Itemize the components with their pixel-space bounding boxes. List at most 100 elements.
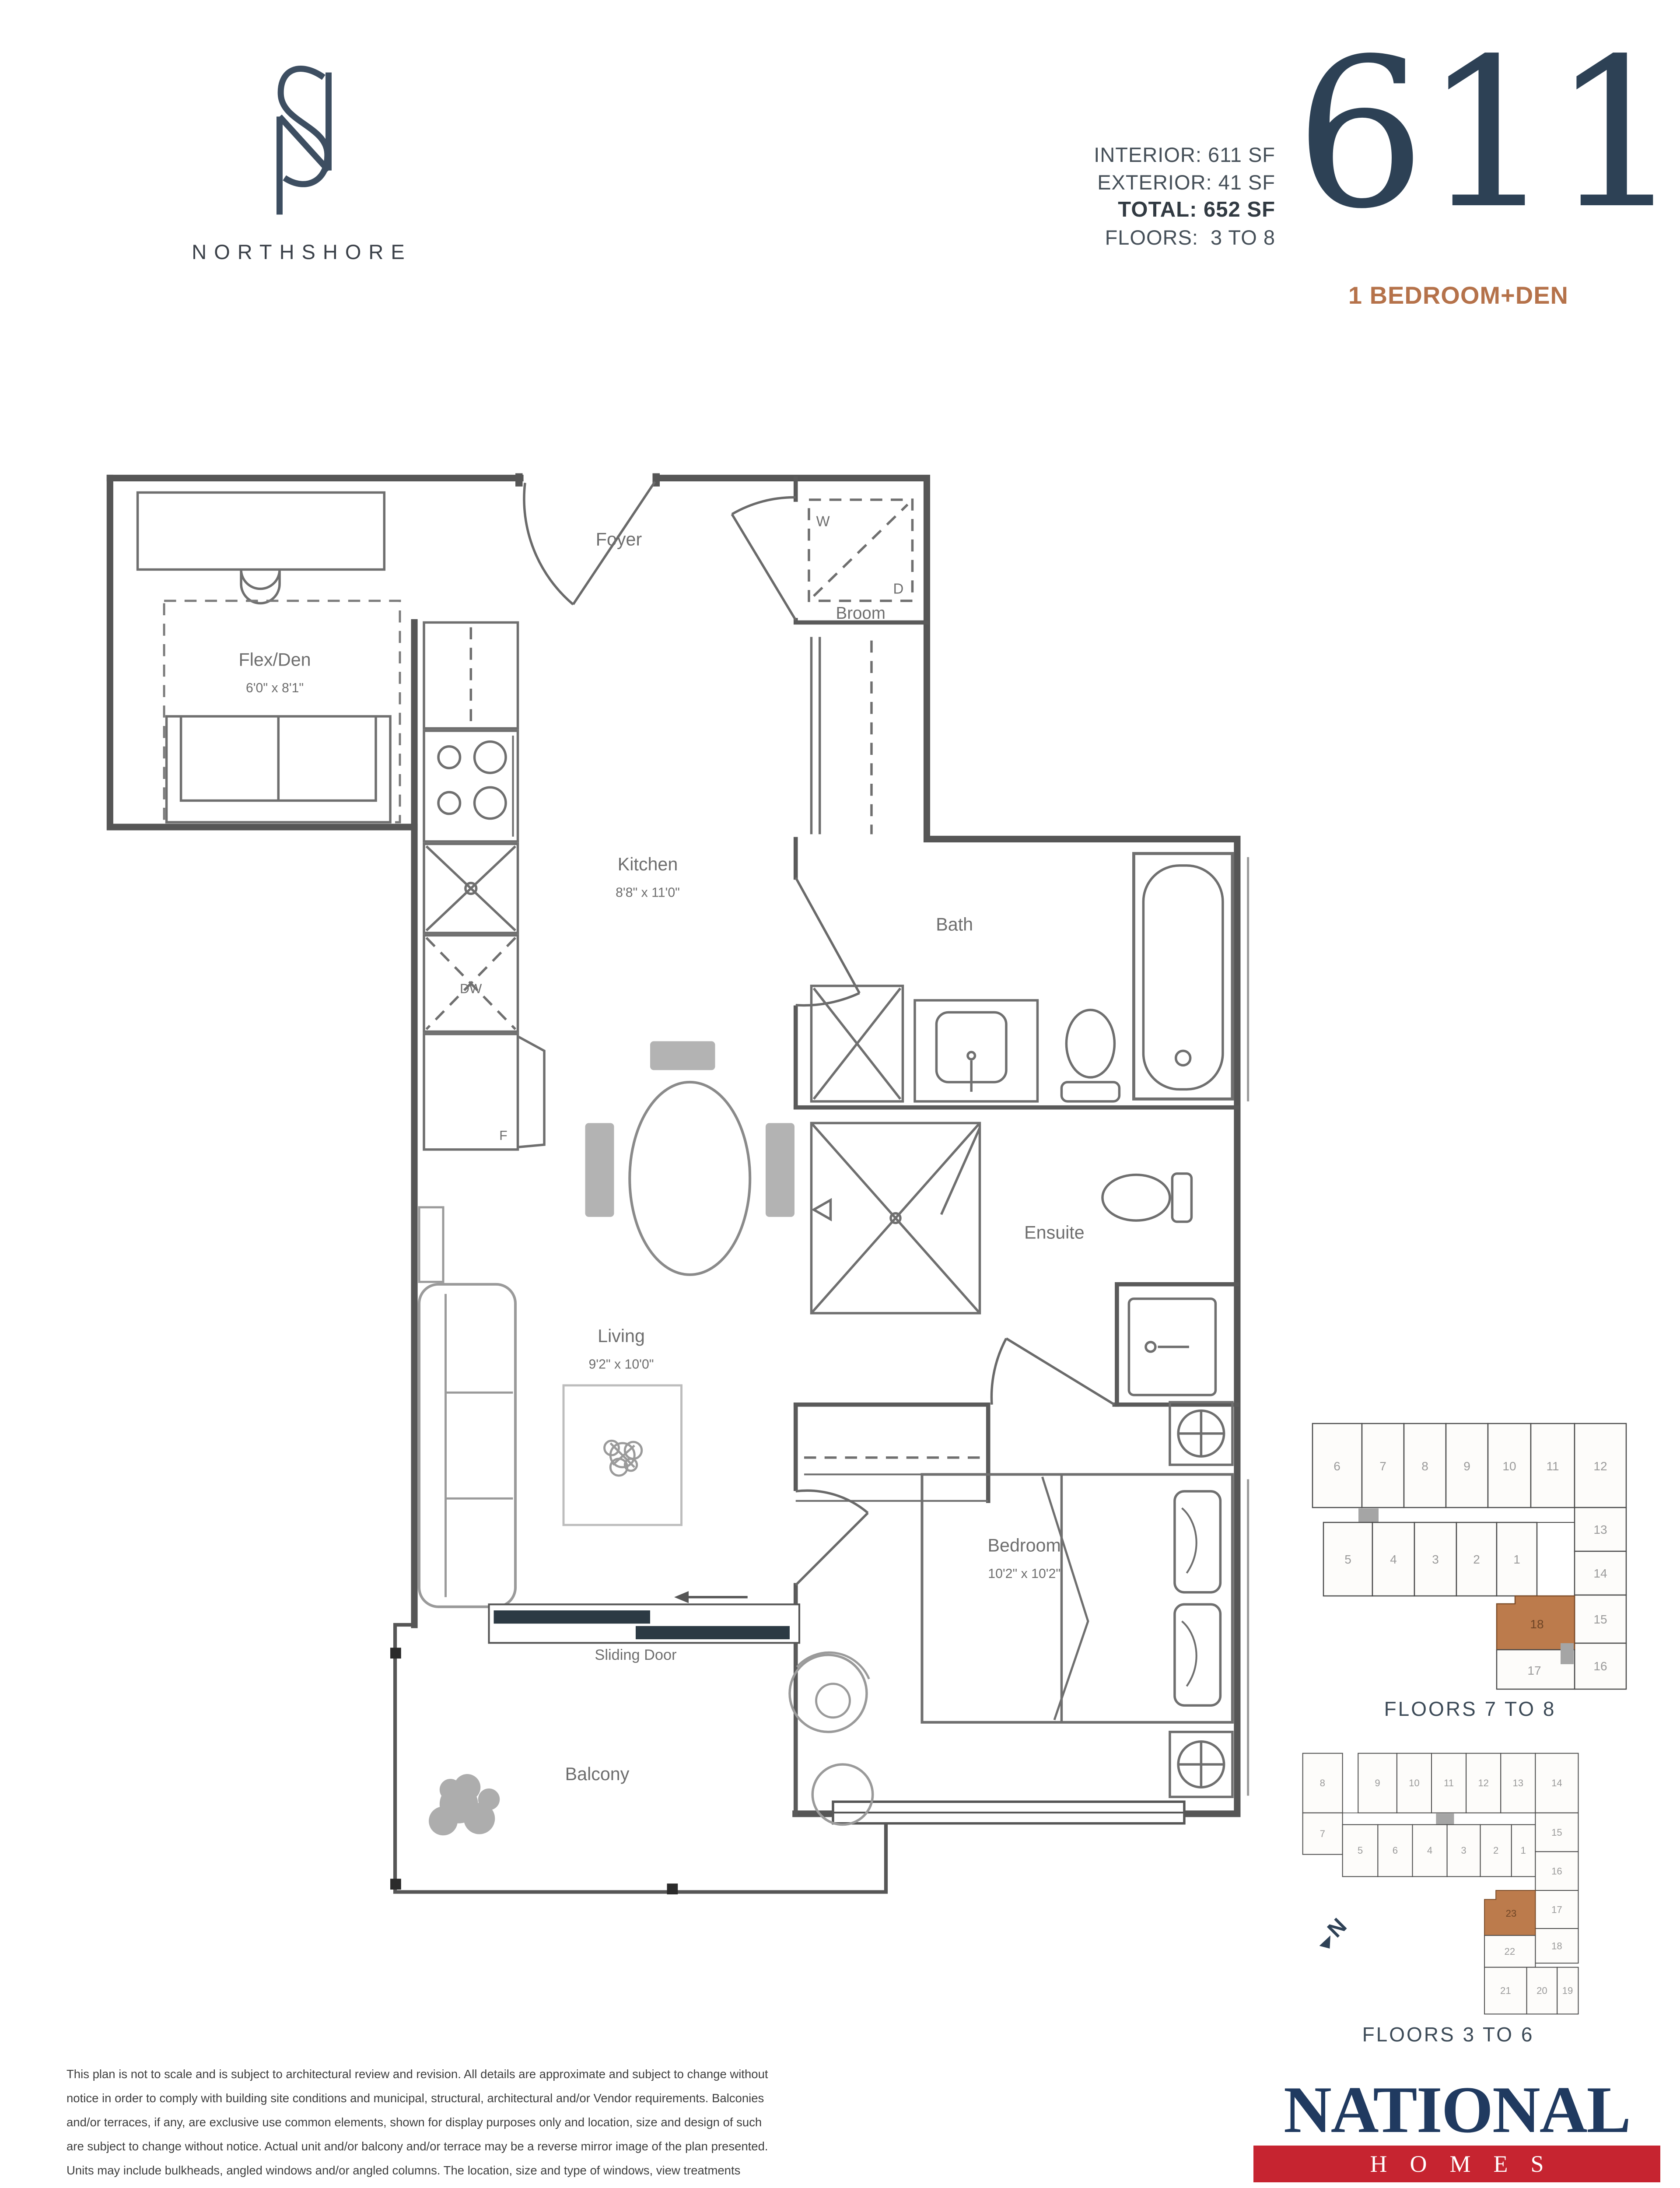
interior-walls bbox=[793, 476, 1250, 1816]
svg-text:19: 19 bbox=[1562, 1985, 1573, 1996]
keyplan-caption-7-8: FLOORS 7 TO 8 bbox=[1384, 1697, 1556, 1720]
svg-text:4: 4 bbox=[1427, 1845, 1432, 1856]
flex-den-furniture bbox=[136, 491, 401, 824]
unit-type: 1 BEDROOM+DEN bbox=[1348, 281, 1568, 309]
svg-text:8: 8 bbox=[1320, 1778, 1325, 1788]
bath-toilet bbox=[1065, 1009, 1116, 1079]
stat-exterior: EXTERIOR: 41 SF bbox=[1097, 171, 1275, 194]
svg-text:5: 5 bbox=[1344, 1553, 1351, 1566]
svg-text:11: 11 bbox=[1444, 1778, 1454, 1788]
svg-text:9: 9 bbox=[1463, 1459, 1470, 1473]
bathtub bbox=[1132, 852, 1234, 1101]
brand-name: NORTHSHORE bbox=[192, 240, 412, 263]
logo-homes: HOMES bbox=[1370, 2151, 1567, 2177]
shrub bbox=[429, 1774, 500, 1836]
ensuite-shower bbox=[810, 1122, 981, 1315]
svg-text:10: 10 bbox=[1502, 1459, 1516, 1473]
fridge bbox=[423, 1033, 519, 1151]
broom-door bbox=[731, 496, 797, 621]
svg-text:7: 7 bbox=[1379, 1459, 1386, 1473]
label-fridge: F bbox=[499, 1129, 507, 1143]
floor-plan: Foyer W D Broom Flex/Den 6'0" x 8'1" Kit… bbox=[106, 473, 1250, 1895]
logo-national: NATIONAL bbox=[1284, 2073, 1631, 2146]
bath-fixtures bbox=[810, 852, 1234, 1103]
label-dryer: D bbox=[893, 580, 903, 596]
stat-interior: INTERIOR: 611 SF bbox=[1094, 143, 1275, 166]
bed bbox=[920, 1473, 1234, 1724]
kitchen-sink bbox=[423, 842, 519, 934]
dims-flex-den: 6'0" x 8'1" bbox=[246, 681, 304, 695]
balcony-walls bbox=[390, 1623, 888, 1895]
svg-text:11: 11 bbox=[1546, 1459, 1559, 1473]
dims-bedroom: 10'2" x 10'2" bbox=[988, 1567, 1060, 1581]
svg-text:6: 6 bbox=[1393, 1845, 1398, 1856]
svg-text:16: 16 bbox=[1593, 1659, 1607, 1673]
north-arrow-icon: N bbox=[1319, 1913, 1351, 1949]
svg-text:2: 2 bbox=[1493, 1845, 1498, 1856]
label-washer: W bbox=[816, 513, 830, 529]
svg-text:7: 7 bbox=[1320, 1828, 1325, 1839]
bedroom-window bbox=[832, 1800, 1186, 1825]
national-homes-logo: NATIONAL HOMES You are the blueprint™ bbox=[1253, 2076, 1660, 2188]
svg-text:22: 22 bbox=[1505, 1946, 1516, 1957]
svg-text:N: N bbox=[1323, 1913, 1351, 1942]
svg-text:1: 1 bbox=[1513, 1553, 1520, 1566]
unit-number: 611 bbox=[1295, 14, 1680, 254]
svg-text:1: 1 bbox=[1521, 1845, 1526, 1856]
svg-text:20: 20 bbox=[1536, 1985, 1547, 1996]
label-living: Living bbox=[598, 1326, 645, 1346]
svg-text:6: 6 bbox=[1334, 1459, 1340, 1473]
doors bbox=[523, 481, 1115, 1586]
balcony-furniture bbox=[429, 1651, 874, 1836]
lounge-chair bbox=[788, 1654, 868, 1733]
unit-stats: INTERIOR: 611 SF EXTERIOR: 41 SF TOTAL: … bbox=[875, 141, 1275, 251]
svg-text:21: 21 bbox=[1500, 1985, 1511, 1996]
balcony-table bbox=[811, 1763, 874, 1826]
svg-text:18: 18 bbox=[1551, 1940, 1562, 1951]
svg-text:13: 13 bbox=[1513, 1778, 1524, 1788]
flex-den-boundary bbox=[163, 600, 401, 824]
svg-text:18: 18 bbox=[1530, 1617, 1544, 1631]
kitchen-fixtures bbox=[418, 621, 546, 1283]
svg-text:9: 9 bbox=[1375, 1778, 1380, 1788]
svg-text:17: 17 bbox=[1551, 1904, 1562, 1915]
stove bbox=[423, 729, 519, 843]
pillow bbox=[1173, 1603, 1222, 1707]
upper-cabinet bbox=[423, 621, 519, 730]
label-foyer: Foyer bbox=[596, 529, 642, 549]
ensuite-vanity bbox=[1127, 1297, 1217, 1396]
svg-text:8: 8 bbox=[1421, 1459, 1428, 1473]
bath-door bbox=[794, 877, 861, 1007]
svg-text:17: 17 bbox=[1527, 1664, 1541, 1677]
svg-text:16: 16 bbox=[1551, 1866, 1562, 1877]
label-bath: Bath bbox=[936, 914, 973, 934]
ensuite-fixtures bbox=[810, 1122, 1217, 1396]
room-labels: Foyer W D Broom Flex/Den 6'0" x 8'1" Kit… bbox=[239, 513, 1085, 1784]
nightstand bbox=[1169, 1401, 1234, 1466]
console bbox=[418, 1206, 444, 1283]
desk bbox=[136, 491, 386, 571]
dims-kitchen: 8'8" x 11'0" bbox=[616, 885, 680, 900]
label-kitchen: Kitchen bbox=[618, 854, 678, 874]
logo-homes-bar: HOMES bbox=[1253, 2146, 1660, 2182]
svg-text:15: 15 bbox=[1593, 1613, 1607, 1626]
keyplan-caption-3-6: FLOORS 3 TO 6 bbox=[1362, 2023, 1534, 2046]
svg-text:2: 2 bbox=[1473, 1553, 1480, 1566]
desk-chair bbox=[240, 569, 281, 605]
dims-living: 9'2" x 10'0" bbox=[589, 1357, 654, 1371]
ensuite-toilet bbox=[1101, 1173, 1171, 1222]
bath-vanity bbox=[914, 999, 1039, 1103]
svg-text:3: 3 bbox=[1432, 1553, 1439, 1566]
label-ensuite: Ensuite bbox=[1024, 1222, 1085, 1242]
dining-set bbox=[585, 1041, 794, 1276]
svg-text:15: 15 bbox=[1551, 1827, 1562, 1838]
label-flex-den: Flex/Den bbox=[239, 649, 311, 670]
bedroom-closet bbox=[804, 1456, 982, 1476]
svg-text:12: 12 bbox=[1478, 1778, 1489, 1788]
ensuite-door bbox=[990, 1337, 1115, 1406]
svg-text:14: 14 bbox=[1593, 1567, 1607, 1580]
svg-text:4: 4 bbox=[1390, 1553, 1397, 1566]
pillow bbox=[1173, 1490, 1222, 1594]
svg-text:5: 5 bbox=[1358, 1845, 1363, 1856]
plant bbox=[603, 1439, 643, 1477]
